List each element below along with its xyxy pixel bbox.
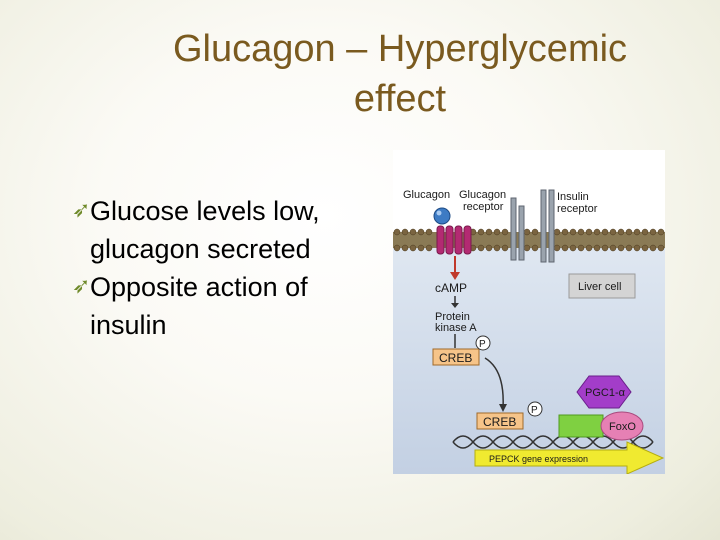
insulin-receptor bbox=[540, 189, 555, 263]
title-line-1: Glucagon – Hyperglycemic bbox=[172, 28, 628, 70]
foxo-ellipse bbox=[600, 411, 644, 441]
label-glucagon-receptor-line2: receptor bbox=[463, 201, 504, 213]
bullet-item: ➶ Glucose levels low, glucagon secreted bbox=[72, 192, 372, 268]
label-phospho-bottom: P bbox=[531, 405, 538, 416]
label-creb-top: CREB bbox=[439, 351, 472, 365]
label-pka-line2: kinase A bbox=[435, 322, 477, 334]
glucagon-receptor bbox=[436, 225, 472, 255]
bullet-text-line2: insulin bbox=[90, 310, 167, 340]
label-phospho-top: P bbox=[479, 339, 486, 350]
bullet-list: ➶ Glucose levels low, glucagon secreted … bbox=[72, 192, 372, 344]
bullet-text-line1: Glucose levels low, bbox=[90, 196, 320, 226]
phospho-circle-top bbox=[475, 335, 491, 351]
liver-cell-box bbox=[568, 273, 636, 299]
membrane-lipid-heads bbox=[393, 228, 665, 252]
label-pepck: PEPCK gene expression bbox=[489, 454, 588, 464]
label-glucagon-receptor-line1: Glucagon bbox=[459, 189, 506, 201]
label-insulin-receptor-line1: Insulin bbox=[557, 191, 589, 203]
label-creb-bottom: CREB bbox=[483, 415, 516, 429]
arrow-head-nucleus bbox=[499, 404, 507, 412]
label-glucagon: Glucagon bbox=[403, 189, 450, 201]
label-foxo: FoxO bbox=[609, 421, 636, 433]
glucagon-signaling-diagram: Glucagon Glucagon receptor Insulin recep… bbox=[393, 150, 665, 474]
creb-box-top bbox=[432, 348, 480, 366]
arrow-creb-to-nucleus bbox=[484, 357, 504, 409]
creb-box-bottom bbox=[476, 412, 524, 430]
glucagon-ligand bbox=[433, 207, 451, 225]
label-pgc1a: PGC1-α bbox=[585, 387, 626, 399]
glucagon-ligand-highlight bbox=[436, 210, 442, 216]
phospho-circle-bottom bbox=[527, 401, 543, 417]
glucagon-receptor-transmembrane bbox=[510, 197, 525, 261]
label-liver-cell: Liver cell bbox=[578, 281, 621, 293]
label-insulin-receptor-line2: receptor bbox=[557, 203, 598, 215]
arrow-head-camp bbox=[450, 272, 460, 280]
arrow-head-pka bbox=[451, 303, 459, 308]
pepck-expression-arrow bbox=[474, 441, 665, 474]
label-pka-line1: Protein bbox=[435, 311, 470, 323]
bullet-marker-icon: ➶ bbox=[72, 198, 91, 223]
title-line-2: effect bbox=[353, 78, 447, 120]
bullet-item: ➶ Opposite action of insulin bbox=[72, 268, 372, 344]
bullet-marker-icon: ➶ bbox=[72, 274, 91, 299]
green-factor-box bbox=[558, 414, 604, 438]
pgc1a-hexagon bbox=[576, 375, 632, 409]
label-camp: cAMP bbox=[435, 281, 467, 295]
diagram-svg: Glucagon Glucagon receptor Insulin recep… bbox=[393, 189, 665, 474]
bullet-text-line2: glucagon secreted bbox=[90, 234, 311, 264]
slide-title: Glucagon – Hyperglycemic effect bbox=[120, 24, 680, 124]
bullet-text-line1: Opposite action of bbox=[90, 272, 308, 302]
